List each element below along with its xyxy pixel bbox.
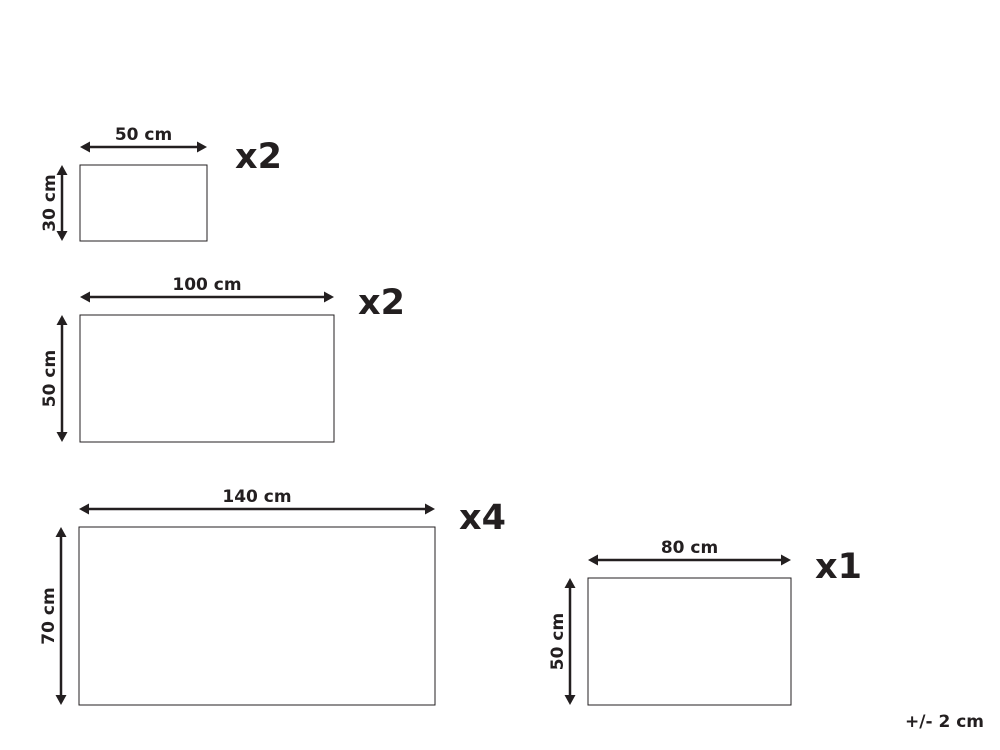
piece-rectangle xyxy=(79,314,335,443)
width-arrow xyxy=(80,291,334,303)
width-label: 100 cm xyxy=(172,275,241,295)
piece-rectangle xyxy=(587,577,792,706)
piece-1: 50 cm 30 cm x2 xyxy=(40,125,282,242)
width-arrow xyxy=(588,554,791,566)
quantity-label: x2 xyxy=(358,283,405,323)
height-label: 50 cm xyxy=(548,613,568,670)
piece-rectangle xyxy=(79,164,208,242)
width-label: 80 cm xyxy=(661,538,718,558)
piece-4: 80 cm 50 cm x1 xyxy=(548,538,862,706)
height-label: 70 cm xyxy=(39,587,59,644)
width-label: 140 cm xyxy=(222,487,291,507)
quantity-label: x2 xyxy=(235,137,282,177)
height-arrow xyxy=(56,315,68,442)
piece-2: 100 cm 50 cm x2 xyxy=(40,275,405,443)
height-label: 30 cm xyxy=(40,174,60,231)
width-arrow xyxy=(79,503,435,515)
width-label: 50 cm xyxy=(115,125,172,145)
height-arrow xyxy=(55,527,67,705)
width-arrow xyxy=(80,141,207,153)
height-label: 50 cm xyxy=(40,350,60,407)
tolerance-note: +/- 2 cm xyxy=(905,712,984,732)
quantity-label: x1 xyxy=(815,547,862,587)
piece-rectangle xyxy=(78,526,436,706)
height-arrow xyxy=(564,578,576,705)
pieces-layer: 50 cm 30 cm x2 100 cm 50 cm x2 140 cm 70 cm x4 80… xyxy=(39,125,862,706)
height-arrow xyxy=(56,165,68,241)
piece-3: 140 cm 70 cm x4 xyxy=(39,487,506,706)
quantity-label: x4 xyxy=(459,498,506,538)
